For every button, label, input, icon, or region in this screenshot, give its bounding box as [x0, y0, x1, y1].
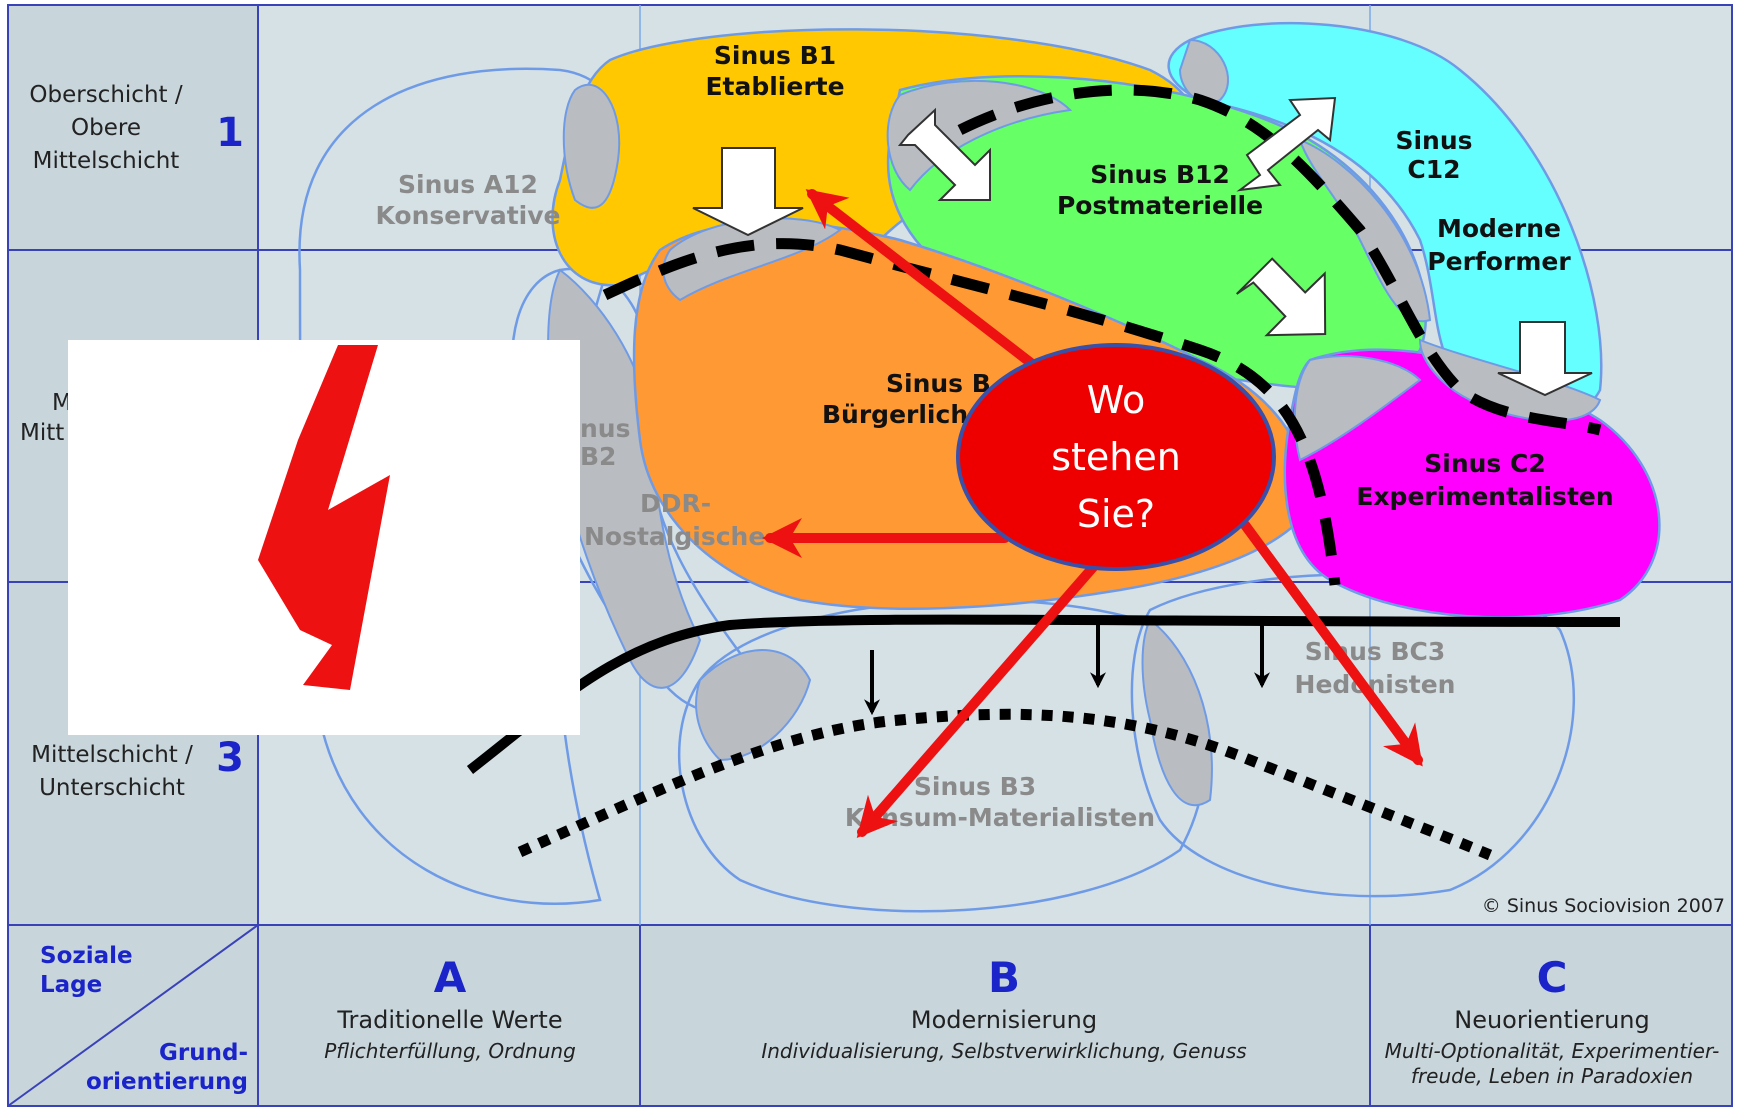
white-arrow-b12-down	[1236, 257, 1327, 337]
row3-label-line2: Unterschicht	[39, 775, 185, 801]
overlap-shapes	[547, 268, 1213, 807]
corner-labels: Soziale Lage Grund- orientierung	[40, 943, 248, 1095]
red-arrow-to-b3	[856, 560, 1100, 839]
white-arrow-b12-c12	[1236, 96, 1337, 192]
label-c2-line1: Sinus C2	[1424, 449, 1546, 478]
corner-bottom-line1: Grund-	[159, 1040, 248, 1066]
row3-label-line1: Mittelschicht /	[31, 742, 193, 768]
label-b1-line1: Sinus B1	[714, 41, 836, 70]
column-c-letter: C	[1537, 953, 1568, 1002]
label-c2-line2: Experimentalisten	[1356, 482, 1613, 511]
red-arrow-to-b1	[805, 189, 1045, 375]
column-a-letter: A	[434, 953, 467, 1002]
row2-label-line2: Mitt	[20, 420, 64, 446]
label-a12-line1: Sinus A12	[398, 170, 538, 199]
label-b3-line1: Sinus B3	[914, 772, 1036, 801]
overlap-b1-c12	[1178, 38, 1230, 104]
red-arrow-to-bc3	[1240, 520, 1423, 767]
lightning-bolt-icon	[258, 345, 390, 690]
row1-number: 1	[216, 110, 244, 156]
label-performer-line1: Moderne	[1437, 214, 1561, 243]
label-c12-line1: Sinus	[1395, 126, 1472, 155]
label-b12-line1: Sinus B12	[1090, 160, 1230, 189]
label-ab2-line1: nus	[580, 414, 630, 443]
column-c-subtitle-line2: freude, Leben in Paradoxien	[1411, 1064, 1693, 1088]
label-ddr-line1: DDR-	[640, 489, 711, 518]
column-c-title: Neuorientierung	[1454, 1006, 1650, 1034]
black-down-arrows	[864, 625, 1270, 716]
column-a-subtitle: Pflichterfüllung, Ordnung	[324, 1039, 576, 1063]
overlap-b1-a12	[562, 83, 621, 209]
corner-bottom-line2: orientierung	[86, 1069, 248, 1095]
column-labels: A Traditionelle Werte Pflichterfüllung, …	[324, 953, 1719, 1088]
footer-column-lines	[639, 925, 1371, 1106]
overlap-b3-bc3	[1141, 618, 1213, 807]
column-b-title: Modernisierung	[911, 1006, 1097, 1034]
overlap-b2-c2	[1293, 355, 1422, 462]
white-arrow-c12-down	[1497, 321, 1593, 397]
red-arrows	[762, 189, 1423, 839]
row2-label-line1: M	[52, 390, 72, 416]
bubble-line3: Sie?	[1077, 492, 1155, 536]
white-arrow-b1-down	[692, 147, 804, 237]
label-a12-line2: Konservative	[375, 201, 560, 230]
label-performer-line2: Performer	[1427, 247, 1571, 276]
row1-label-line1: Oberschicht /	[29, 82, 182, 108]
overlap-c12-c2	[1418, 338, 1602, 422]
question-bubble	[956, 343, 1276, 571]
corner-top-line2: Lage	[40, 972, 102, 998]
corner-top-line1: Soziale	[40, 943, 133, 969]
row-labels: Oberschicht / Obere Mittelschicht 1 M Mi…	[20, 82, 244, 801]
question-bubble-text: Wo stehen Sie?	[1051, 378, 1181, 536]
column-label-row	[8, 925, 1732, 1106]
label-c12-line2: C12	[1407, 155, 1460, 184]
dashed-boundary-b2	[602, 238, 1341, 586]
column-c-subtitle-line1: Multi-Optionalität, Experimentier-	[1385, 1039, 1720, 1063]
white-arrow-b1-b12	[897, 107, 991, 201]
dashed-boundary-c	[957, 84, 1602, 436]
label-ab2-line2: B2	[580, 442, 616, 471]
label-b12-line2: Postmaterielle	[1057, 191, 1263, 220]
label-b1-line2: Etablierte	[705, 72, 844, 101]
label-b2-line2: Bürgerlich	[822, 400, 968, 429]
label-b2-line1: Sinus B	[886, 369, 991, 398]
column-b-subtitle: Individualisierung, Selbstverwirklichung…	[761, 1039, 1246, 1063]
overlap-b3-ab2	[695, 649, 812, 762]
bubble-line1: Wo	[1087, 378, 1146, 422]
label-b3-line2: Konsum-Materialisten	[845, 803, 1155, 832]
label-ddr-line2: Nostalgische	[584, 522, 765, 551]
bubble-line2: stehen	[1051, 435, 1181, 479]
row3-number: 3	[216, 735, 244, 781]
copyright-text: © Sinus Sociovision 2007	[1482, 895, 1725, 917]
column-b-letter: B	[988, 953, 1020, 1002]
white-arrows	[692, 96, 1593, 397]
row1-label-line3: Mittelschicht	[33, 148, 180, 174]
column-a-title: Traditionelle Werte	[336, 1006, 562, 1034]
row1-label-line2: Obere	[71, 115, 141, 141]
dotted-curve	[517, 708, 1493, 861]
